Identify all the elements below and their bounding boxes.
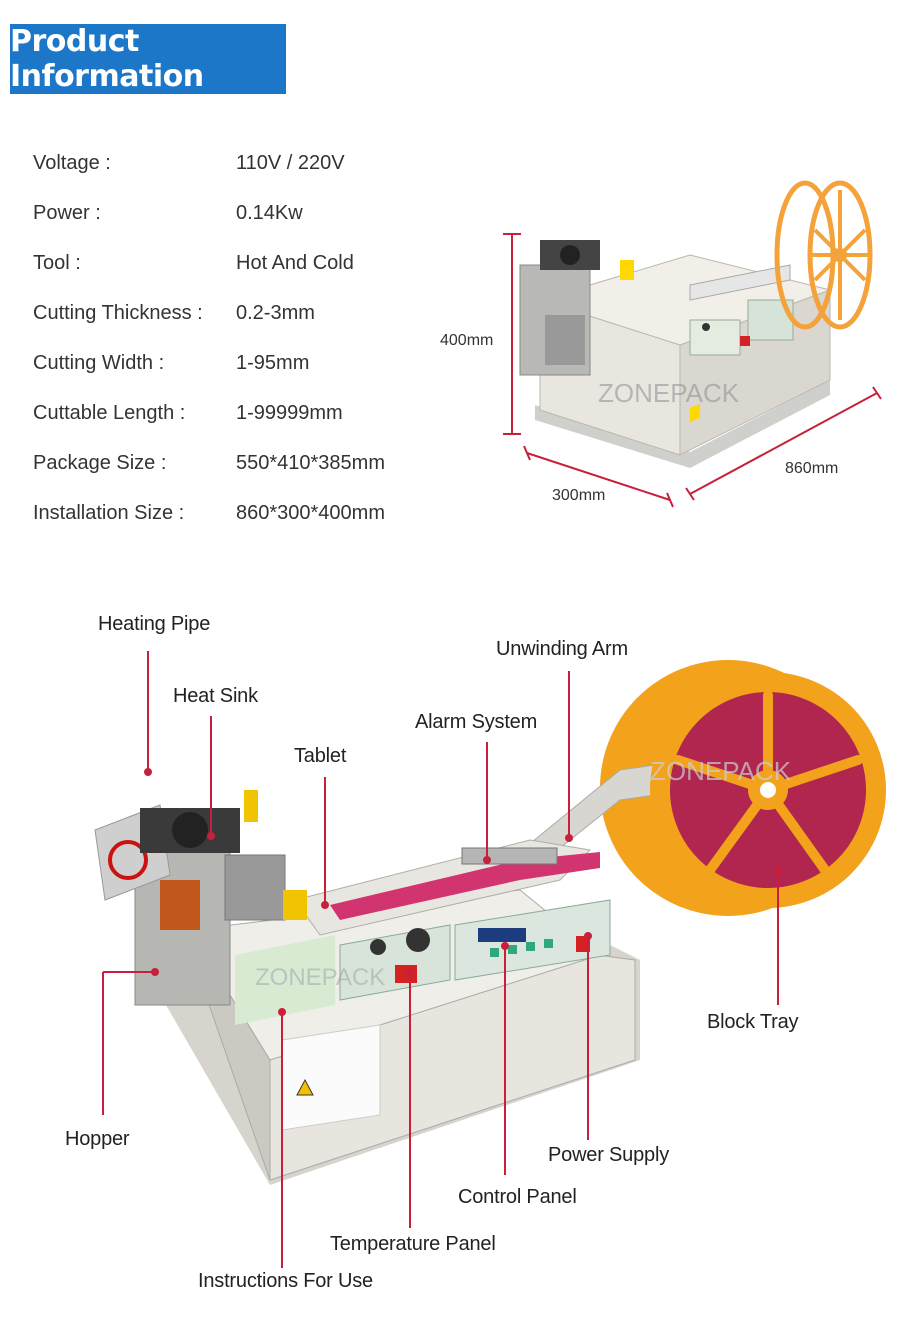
section-title: Product Information <box>10 24 286 94</box>
spec-label: Power : <box>33 202 101 224</box>
spec-label: Cutting Width : <box>33 352 165 374</box>
callout-heat-sink: Heat Sink <box>173 685 258 707</box>
dimension-depth-label: 300mm <box>552 487 606 504</box>
watermark: ZONEPACK <box>598 378 740 408</box>
spec-row: Power : 0.14Kw <box>33 202 473 232</box>
spec-row: Cuttable Length : 1-99999mm <box>33 402 473 432</box>
spec-row: Tool : Hot And Cold <box>33 252 473 282</box>
spec-value: 110V / 220V <box>236 152 345 174</box>
callout-temperature-panel: Temperature Panel <box>330 1233 496 1255</box>
spec-label: Voltage : <box>33 152 111 174</box>
spec-value: 0.14Kw <box>236 202 303 224</box>
dimension-height-label: 400mm <box>440 332 494 349</box>
spec-value: 550*410*385mm <box>236 452 385 474</box>
spec-row: Package Size : 550*410*385mm <box>33 452 473 482</box>
callout-tablet: Tablet <box>294 745 347 767</box>
dimension-lines <box>503 233 882 508</box>
spec-row: Cutting Width : 1-95mm <box>33 352 473 382</box>
machine-parts-illustration: ZONEPACK ZONEPACK <box>94 660 886 1185</box>
callout-control-panel: Control Panel <box>458 1186 577 1208</box>
machine-illustration: ZONEPACK <box>519 180 873 468</box>
spec-value: 860*300*400mm <box>236 502 385 524</box>
spec-row: Cutting Thickness : 0.2-3mm <box>33 302 473 332</box>
spec-value: 1-95mm <box>236 352 310 374</box>
callout-instructions: Instructions For Use <box>198 1270 373 1292</box>
callout-block-tray: Block Tray <box>707 1011 799 1033</box>
spec-value: 1-99999mm <box>236 402 343 424</box>
watermark: ZONEPACK <box>255 964 385 991</box>
spec-row: Voltage : 110V / 220V <box>33 152 473 182</box>
callout-alarm-system: Alarm System <box>415 711 538 733</box>
spec-value: 0.2-3mm <box>236 302 315 324</box>
spec-value: Hot And Cold <box>236 252 354 274</box>
callout-hopper: Hopper <box>65 1128 130 1150</box>
dimension-length-label: 860mm <box>785 460 839 477</box>
machine-dimension-image: ZONEPACK <box>503 180 882 508</box>
spec-label: Installation Size : <box>33 502 185 524</box>
spec-label: Cuttable Length : <box>33 402 186 424</box>
callout-power-supply: Power Supply <box>548 1144 669 1166</box>
spec-label: Tool : <box>33 252 81 274</box>
callout-leaders <box>102 651 782 1268</box>
spec-row: Installation Size : 860*300*400mm <box>33 502 473 532</box>
watermark: ZONEPACK <box>650 756 792 786</box>
spec-label: Package Size : <box>33 452 167 474</box>
callout-unwinding-arm: Unwinding Arm <box>496 638 628 660</box>
callout-heating-pipe: Heating Pipe <box>98 613 211 635</box>
spec-label: Cutting Thickness : <box>33 302 203 324</box>
